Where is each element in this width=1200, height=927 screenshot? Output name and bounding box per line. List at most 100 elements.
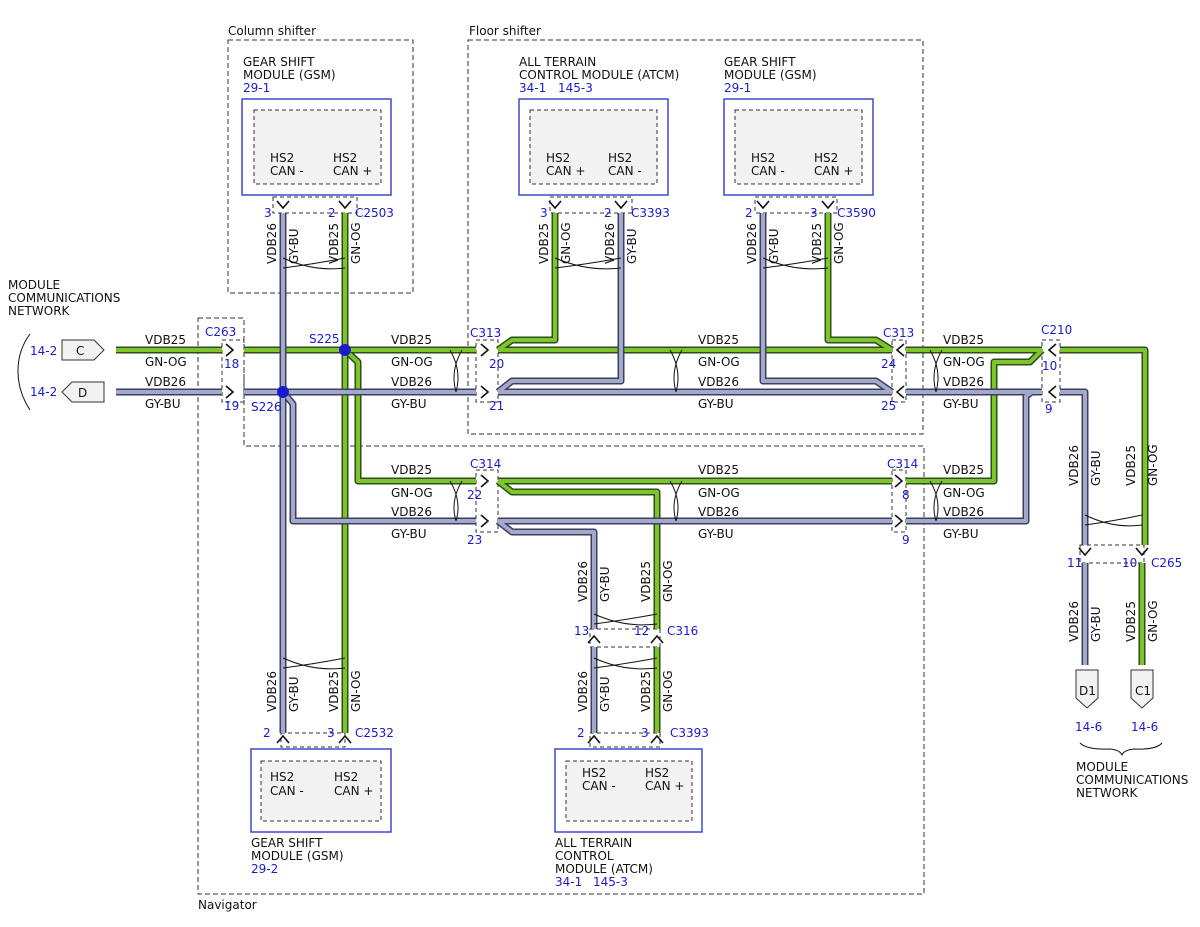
svg-text:GN-OG: GN-OG bbox=[145, 355, 187, 369]
svg-text:14-2: 14-2 bbox=[30, 344, 57, 358]
svg-text:GN-OG: GN-OG bbox=[391, 486, 433, 500]
s225-label: S225 bbox=[309, 332, 340, 346]
wire-gybu-fill bbox=[116, 213, 1087, 733]
svg-text:ALL TERRAIN: ALL TERRAIN bbox=[519, 55, 596, 69]
svg-text:9: 9 bbox=[1045, 402, 1053, 416]
svg-text:22: 22 bbox=[467, 488, 482, 502]
right-network: 14-6 14-6 MODULE COMMUNICATIONS NETWORK bbox=[1075, 720, 1188, 800]
svg-text:GY-BU: GY-BU bbox=[287, 676, 301, 712]
wire-gnog bbox=[116, 213, 1149, 733]
svg-text:C: C bbox=[76, 344, 84, 358]
wire-labels-vertical: VDB26 GY-BU VDB25 GN-OG VDB25 GN-OG VDB2… bbox=[265, 222, 1160, 712]
svg-text:20: 20 bbox=[489, 357, 504, 371]
svg-text:14-6: 14-6 bbox=[1131, 720, 1158, 734]
svg-text:29-1: 29-1 bbox=[724, 81, 751, 95]
svg-text:GY-BU: GY-BU bbox=[698, 527, 734, 541]
svg-text:VDB25: VDB25 bbox=[698, 463, 739, 477]
connector-tag-d: D bbox=[61, 381, 105, 403]
svg-text:14-6: 14-6 bbox=[1075, 720, 1102, 734]
svg-text:C3393: C3393 bbox=[631, 206, 670, 220]
gsm-floor-module: GEAR SHIFT MODULE (GSM) 29-1 HS2 CAN - H… bbox=[723, 55, 874, 196]
svg-text:HS2: HS2 bbox=[645, 766, 669, 780]
svg-text:VDB25: VDB25 bbox=[391, 463, 432, 477]
svg-text:25: 25 bbox=[881, 399, 896, 413]
svg-text:CONTROL: CONTROL bbox=[555, 849, 614, 863]
svg-text:29-1: 29-1 bbox=[243, 81, 270, 95]
svg-text:CONTROL MODULE (ATCM): CONTROL MODULE (ATCM) bbox=[519, 68, 679, 82]
svg-text:C3590: C3590 bbox=[837, 206, 876, 220]
floor-shifter-zone bbox=[467, 39, 924, 435]
svg-text:VDB26: VDB26 bbox=[265, 223, 279, 264]
svg-text:VDB25: VDB25 bbox=[327, 671, 341, 712]
svg-text:VDB26: VDB26 bbox=[1067, 445, 1081, 486]
svg-text:14-2: 14-2 bbox=[30, 385, 57, 399]
navigator-label: Navigator bbox=[198, 898, 257, 912]
svg-text:24: 24 bbox=[881, 357, 896, 371]
svg-text:VDB26: VDB26 bbox=[391, 375, 432, 389]
svg-text:GEAR SHIFT: GEAR SHIFT bbox=[243, 55, 315, 69]
svg-text:NETWORK: NETWORK bbox=[1076, 786, 1139, 800]
svg-text:3: 3 bbox=[641, 726, 649, 740]
splice-s226 bbox=[277, 386, 289, 398]
svg-text:HS2: HS2 bbox=[751, 151, 775, 165]
svg-text:C2503: C2503 bbox=[355, 206, 394, 220]
svg-text:VDB25: VDB25 bbox=[1124, 601, 1138, 642]
svg-text:3: 3 bbox=[540, 206, 548, 220]
svg-text:VDB25: VDB25 bbox=[698, 333, 739, 347]
svg-text:GY-BU: GY-BU bbox=[1089, 450, 1103, 486]
svg-text:VDB26: VDB26 bbox=[576, 671, 590, 712]
svg-text:21: 21 bbox=[489, 399, 504, 413]
svg-text:GY-BU: GY-BU bbox=[698, 397, 734, 411]
svg-text:GN-OG: GN-OG bbox=[349, 670, 363, 712]
left-network: MODULE COMMUNICATIONS NETWORK 14-2 14-2 bbox=[8, 278, 120, 411]
svg-text:CAN +: CAN + bbox=[645, 779, 684, 793]
svg-text:MODULE (GSM): MODULE (GSM) bbox=[243, 68, 336, 82]
svg-text:GN-OG: GN-OG bbox=[661, 670, 675, 712]
svg-text:C263: C263 bbox=[205, 325, 236, 339]
wire-labels-horizontal: VDB25 GN-OG VDB26 GY-BU VDB25 GN-OG VDB2… bbox=[145, 333, 985, 541]
svg-text:C314: C314 bbox=[887, 457, 918, 471]
svg-text:GY-BU: GY-BU bbox=[767, 228, 781, 264]
svg-text:23: 23 bbox=[467, 533, 482, 547]
svg-text:GN-OG: GN-OG bbox=[349, 222, 363, 264]
svg-text:GY-BU: GY-BU bbox=[943, 527, 979, 541]
svg-text:2: 2 bbox=[745, 206, 753, 220]
column-shifter-zone bbox=[227, 39, 414, 294]
svg-text:9: 9 bbox=[902, 533, 910, 547]
svg-text:HS2: HS2 bbox=[814, 151, 838, 165]
svg-text:MODULE (GSM): MODULE (GSM) bbox=[724, 68, 817, 82]
gsm-navigator-module: HS2 CAN - HS2 CAN + GEAR SHIFT MODULE (G… bbox=[250, 748, 392, 876]
svg-text:VDB26: VDB26 bbox=[943, 505, 984, 519]
svg-text:11: 11 bbox=[1067, 556, 1082, 570]
svg-text:MODULE (ATCM): MODULE (ATCM) bbox=[555, 862, 653, 876]
svg-text:VDB26: VDB26 bbox=[698, 505, 739, 519]
svg-text:GN-OG: GN-OG bbox=[1146, 600, 1160, 642]
wire-gnog-fill bbox=[116, 213, 1147, 733]
svg-text:GN-OG: GN-OG bbox=[698, 355, 740, 369]
column-shifter-label: Column shifter bbox=[228, 24, 316, 38]
svg-text:145-3: 145-3 bbox=[593, 875, 628, 889]
connector-labels: C2503 C3393 C3590 C263 C313 C313 C210 C3… bbox=[205, 206, 1182, 740]
svg-text:12: 12 bbox=[634, 624, 649, 638]
svg-text:2: 2 bbox=[577, 726, 585, 740]
svg-text:GN-OG: GN-OG bbox=[391, 355, 433, 369]
svg-text:GEAR SHIFT: GEAR SHIFT bbox=[724, 55, 796, 69]
svg-text:GN-OG: GN-OG bbox=[559, 222, 573, 264]
svg-text:GN-OG: GN-OG bbox=[943, 355, 985, 369]
svg-text:COMMUNICATIONS: COMMUNICATIONS bbox=[8, 291, 120, 305]
svg-text:HS2: HS2 bbox=[582, 766, 606, 780]
svg-text:3: 3 bbox=[810, 206, 818, 220]
svg-text:GY-BU: GY-BU bbox=[287, 228, 301, 264]
svg-text:19: 19 bbox=[224, 399, 239, 413]
svg-text:HS2: HS2 bbox=[270, 151, 294, 165]
svg-text:34-1: 34-1 bbox=[555, 875, 582, 889]
svg-text:CAN +: CAN + bbox=[546, 164, 585, 178]
svg-text:GN-OG: GN-OG bbox=[698, 486, 740, 500]
svg-text:D1: D1 bbox=[1079, 684, 1096, 698]
svg-text:145-3: 145-3 bbox=[558, 81, 593, 95]
svg-text:3: 3 bbox=[327, 726, 335, 740]
svg-text:CAN +: CAN + bbox=[333, 164, 372, 178]
svg-text:VDB25: VDB25 bbox=[145, 333, 186, 347]
svg-text:8: 8 bbox=[902, 488, 910, 502]
